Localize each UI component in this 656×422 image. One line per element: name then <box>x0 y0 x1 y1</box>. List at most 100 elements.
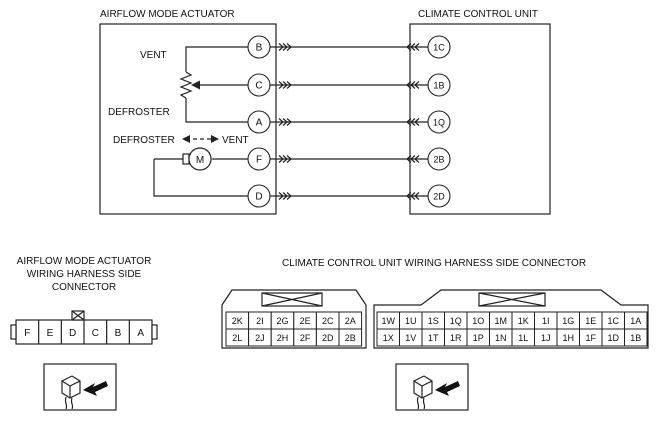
svg-text:2B: 2B <box>345 333 356 343</box>
climate-connector-cell-2a: 2A <box>338 311 363 330</box>
climate-pin-label: 1C <box>433 43 445 53</box>
climate-harness-side-icon <box>395 363 469 411</box>
actuator-connector-pin-b: B <box>115 328 122 339</box>
climate-connector-cell-1i: 1I <box>534 311 558 330</box>
climate-connector-cell-1r: 1R <box>444 328 468 347</box>
svg-text:1H: 1H <box>562 333 574 343</box>
svg-text:1A: 1A <box>630 316 641 326</box>
defroster-label: DEFROSTER <box>108 107 170 118</box>
climate-pin-label: 1Q <box>433 118 445 128</box>
climate-pin-label: 2B <box>433 155 444 165</box>
actuator-pin-c <box>247 73 271 97</box>
actuator-harness-side-icon <box>43 363 117 411</box>
svg-text:2G: 2G <box>276 316 288 326</box>
svg-text:1W: 1W <box>382 316 396 326</box>
climate-connector-cell-2b: 2B <box>338 328 363 347</box>
svg-text:2E: 2E <box>300 316 311 326</box>
svg-text:1F: 1F <box>585 333 596 343</box>
svg-text:2A: 2A <box>345 316 356 326</box>
svg-text:1L: 1L <box>518 333 528 343</box>
climate-pin-label: 2D <box>433 192 445 202</box>
climate-connector-cell-1x: 1X <box>376 328 400 347</box>
svg-text:1Q: 1Q <box>450 316 462 326</box>
climate-connector-cell-2c: 2C <box>315 311 340 330</box>
svg-text:1I: 1I <box>542 316 550 326</box>
wire-d-2d: D 2D <box>247 184 451 208</box>
svg-text:1O: 1O <box>472 316 484 326</box>
climate-connector-cell-1f: 1F <box>579 328 603 347</box>
svg-text:1X: 1X <box>383 333 394 343</box>
climate-connector-caption: CLIMATE CONTROL UNIT WIRING HARNESS SIDE… <box>282 258 586 269</box>
climate-connector-cell-1d: 1D <box>601 328 625 347</box>
svg-text:1J: 1J <box>541 333 551 343</box>
climate-connector-cell-2j: 2J <box>248 328 272 347</box>
actuator-pin-label: B <box>256 43 263 54</box>
svg-text:2K: 2K <box>232 316 243 326</box>
climate-connector-cell-1s: 1S <box>421 311 445 330</box>
motor-direction-defroster-label: DEFROSTER <box>113 135 175 146</box>
svg-text:2I: 2I <box>256 316 264 326</box>
actuator-pin-d <box>247 184 271 208</box>
svg-text:1S: 1S <box>428 316 439 326</box>
climate-connector-cell-2g: 2G <box>270 311 295 330</box>
actuator-pin-f <box>247 147 271 171</box>
svg-text:2J: 2J <box>255 333 265 343</box>
climate-connector-cell-1o: 1O <box>466 311 490 330</box>
actuator-connector-caption-line3: CONNECTOR <box>52 282 116 293</box>
actuator-title: AIRFLOW MODE ACTUATOR <box>100 9 235 20</box>
climate-pin-1q <box>427 110 451 134</box>
wire-f-2b: F 2B <box>247 147 451 171</box>
svg-text:1D: 1D <box>607 333 619 343</box>
motor-label: M <box>196 155 204 166</box>
actuator-pin-a <box>247 110 271 134</box>
climate-pin-2d <box>427 184 451 208</box>
actuator-connector-pin-c: C <box>92 328 99 339</box>
climate-connector-cell-1e: 1E <box>579 311 603 330</box>
actuator-pin-label: C <box>255 81 262 92</box>
svg-text:2H: 2H <box>277 333 289 343</box>
climate-pin-1c <box>427 35 451 59</box>
actuator-box <box>99 23 277 215</box>
svg-text:2F: 2F <box>300 333 311 343</box>
climate-connector-cell-2d: 2D <box>315 328 340 347</box>
svg-text:1U: 1U <box>405 316 417 326</box>
climate-connector-cell-2l: 2L <box>225 328 250 347</box>
svg-text:1T: 1T <box>428 333 439 343</box>
svg-text:1E: 1E <box>585 316 596 326</box>
wire-a-1q: A 1Q <box>247 110 451 134</box>
actuator-pin-b <box>247 35 271 59</box>
actuator-connector-pin-e: E <box>47 328 54 339</box>
svg-text:1R: 1R <box>450 333 462 343</box>
svg-text:2L: 2L <box>232 333 242 343</box>
climate-connector-cell-1j: 1J <box>534 328 558 347</box>
actuator-pin-label: F <box>256 155 262 166</box>
actuator-connector-pin-d: D <box>69 328 76 339</box>
actuator-pin-label: A <box>256 118 263 129</box>
actuator-internal-wiring <box>153 46 248 197</box>
actuator-connector-caption-line2: WIRING HARNESS SIDE <box>27 269 142 280</box>
climate-connector-cell-1m: 1M <box>489 311 513 330</box>
climate-connector-cell-1b: 1B <box>624 328 648 347</box>
climate-connector-cell-2e: 2E <box>293 311 317 330</box>
climate-connector-cell-1c: 1C <box>601 311 625 330</box>
climate-connector-cell-1n: 1N <box>489 328 513 347</box>
svg-text:2D: 2D <box>322 333 334 343</box>
climate-connector-cell-2k: 2K <box>225 311 250 330</box>
svg-text:1V: 1V <box>405 333 416 343</box>
actuator-connector-caption-line1: AIRFLOW MODE ACTUATOR <box>17 256 152 267</box>
climate-connector-cell-1w: 1W <box>376 311 400 330</box>
actuator-connector-pin-f: F <box>24 328 30 339</box>
climate-connector-cell-1t: 1T <box>421 328 445 347</box>
vent-label: VENT <box>140 50 167 61</box>
climate-pin-1b <box>427 73 451 97</box>
motor-icon <box>188 147 212 171</box>
svg-text:1G: 1G <box>562 316 574 326</box>
climate-connector-cell-1g: 1G <box>556 311 580 330</box>
climate-connector-cell-2h: 2H <box>270 328 295 347</box>
actuator-pin-label: D <box>255 192 262 203</box>
